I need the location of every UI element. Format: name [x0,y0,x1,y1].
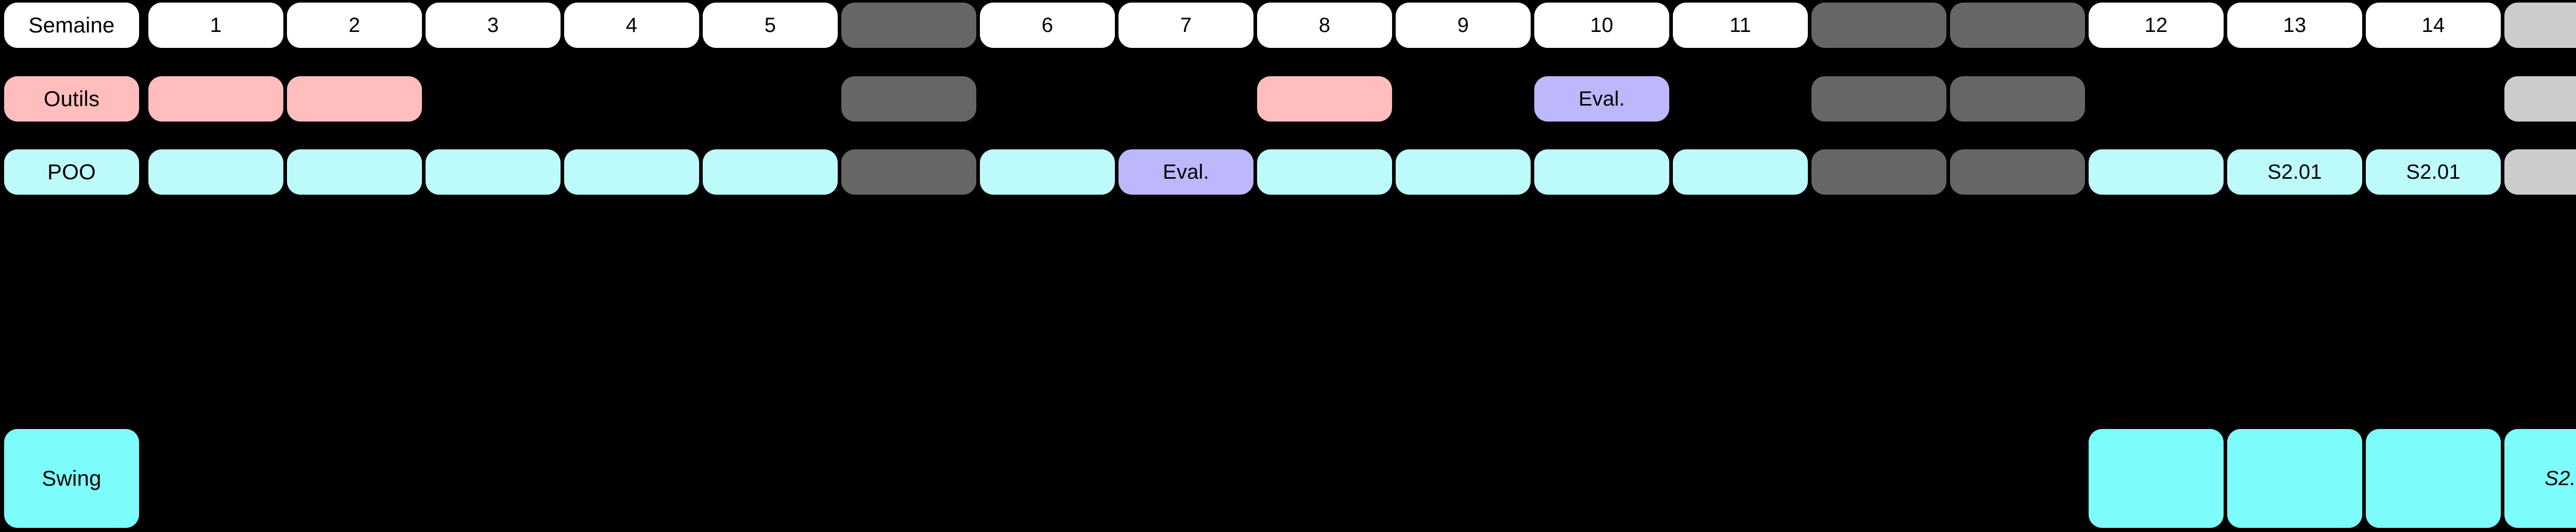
cell-poo-col1[interactable] [148,149,283,195]
cell-semaine-col11-10[interactable]: 10 [1534,3,1669,48]
cell-poo-col5[interactable] [703,149,838,195]
cell-semaine-col16-13[interactable]: 13 [2227,3,2362,48]
cell-semaine-col2-2[interactable]: 2 [287,3,422,48]
cell-poo-col2[interactable] [287,149,422,195]
cell-outils-col1[interactable] [148,76,283,122]
cell-swing-col16[interactable] [2227,429,2362,528]
row-label-swing: Swing [4,429,139,528]
cell-swing-col15[interactable] [2089,429,2224,528]
cell-poo-col12[interactable] [1673,149,1808,195]
cell-poo-col6-break[interactable] [841,149,976,195]
cell-poo-col17-s201[interactable]: S2.01 [2366,149,2501,195]
cell-outils-col13-break[interactable] [1811,76,1946,122]
cell-poo-col9[interactable] [1257,149,1392,195]
cell-swing-col17[interactable] [2366,429,2501,528]
cell-poo-col14-break[interactable] [1950,149,2085,195]
cell-outils-col9[interactable] [1257,76,1392,122]
cell-poo-col4[interactable] [564,149,699,195]
cell-poo-col3[interactable] [426,149,561,195]
cell-semaine-col8-7[interactable]: 7 [1118,3,1253,48]
cell-outils-col14-break[interactable] [1950,76,2085,122]
cell-poo-col13-break[interactable] [1811,149,1946,195]
cell-semaine-col12-11[interactable]: 11 [1673,3,1808,48]
cell-semaine-col13-break[interactable] [1811,3,1946,48]
cell-semaine-col18-break[interactable] [2504,3,2576,48]
cell-semaine-col1-1[interactable]: 1 [148,3,283,48]
row-label-outils: Outils [4,76,139,122]
cell-semaine-col9-8[interactable]: 8 [1257,3,1392,48]
cell-poo-col10[interactable] [1396,149,1531,195]
cell-semaine-col7-6[interactable]: 6 [980,3,1115,48]
cell-poo-col8-eval[interactable]: Eval. [1118,149,1253,195]
cell-outils-col2[interactable] [287,76,422,122]
cell-poo-col16-s201[interactable]: S2.01 [2227,149,2362,195]
cell-outils-col6-break[interactable] [841,76,976,122]
row-label-semaine: Semaine [4,3,139,48]
cell-poo-col7[interactable] [980,149,1115,195]
cell-poo-col18-break[interactable] [2504,149,2576,195]
cell-semaine-col4-4[interactable]: 4 [564,3,699,48]
cell-poo-col11[interactable] [1534,149,1669,195]
cell-semaine-col3-3[interactable]: 3 [426,3,561,48]
cell-outils-col18-break[interactable] [2504,76,2576,122]
row-label-poo: POO [4,149,139,195]
cell-semaine-col17-14[interactable]: 14 [2366,3,2501,48]
cell-semaine-col6-break[interactable] [841,3,976,48]
cell-semaine-col10-9[interactable]: 9 [1396,3,1531,48]
cell-semaine-col14-break[interactable] [1950,3,2085,48]
cell-poo-col15[interactable] [2089,149,2224,195]
cell-outils-col11-eval[interactable]: Eval. [1534,76,1669,122]
cell-semaine-col5-5[interactable]: 5 [703,3,838,48]
cell-semaine-col15-12[interactable]: 12 [2089,3,2224,48]
cell-swing-col18-s201[interactable]: S2.01 [2504,429,2576,528]
